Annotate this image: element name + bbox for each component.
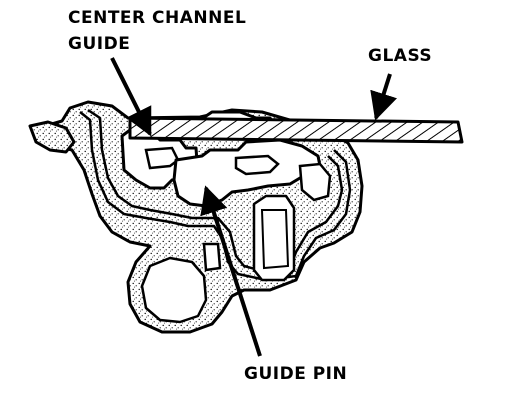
metal-channel-inner (87, 108, 344, 274)
label-guide-pin: GUIDE PIN (244, 364, 348, 384)
guide-pin-leader (200, 185, 262, 357)
guide-pin-notch (298, 162, 332, 202)
label-glass: GLASS (368, 46, 433, 66)
weatherstrip-left-lip (28, 120, 76, 154)
center-channel-guide-leader (110, 57, 152, 137)
glass-pane (128, 116, 464, 144)
seal-bulb-hollow (140, 256, 208, 324)
label-center-channel-guide-line1: CENTER CHANNEL (68, 8, 247, 28)
glass-leader (370, 73, 397, 121)
seal-bulb-small-cavity (202, 242, 222, 272)
inner-cavity-inner-line (260, 209, 290, 270)
label-center-channel-guide-line2: GUIDE (68, 34, 131, 54)
guide-pin-head (234, 154, 280, 176)
center-channel-guide-slot (144, 146, 180, 170)
